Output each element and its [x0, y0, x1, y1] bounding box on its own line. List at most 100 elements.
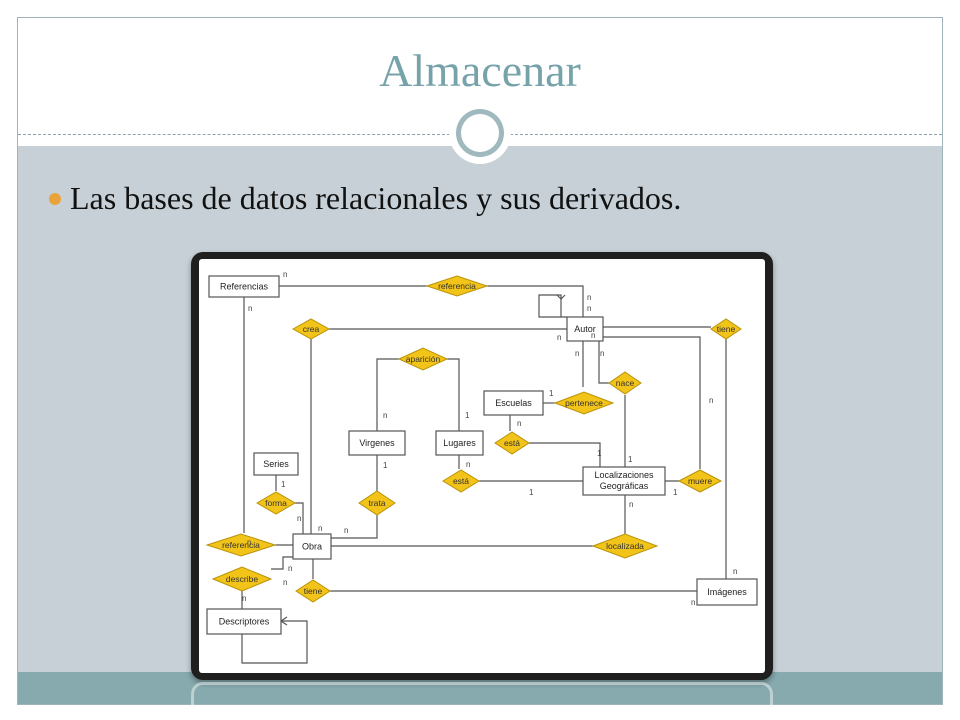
relationship-diamond [397, 347, 449, 371]
relationship-esta-top: está [494, 431, 530, 455]
cardinality-label: 1 [465, 411, 470, 420]
cardinality-label: n [383, 411, 387, 420]
cardinality-label: n [733, 567, 737, 576]
line-descriptores-self-loop [241, 620, 308, 664]
entity-box [582, 466, 666, 496]
relationship-aparicion: aparición [397, 347, 449, 371]
relationship-referencia-left: referencia [205, 533, 277, 557]
cardinality-label: n [629, 500, 633, 509]
relationship-diamond [442, 469, 480, 493]
entity-label: Autor [574, 324, 596, 334]
relationship-tiene-bottom: tiene [295, 579, 331, 603]
line-obra-describe [271, 556, 293, 570]
entity-escuelas: Escuelas [483, 390, 544, 416]
cardinality-label: n [247, 538, 251, 547]
entity-label: Descriptores [219, 617, 270, 627]
relationship-diamond [608, 371, 642, 395]
relationship-diamond [205, 533, 277, 557]
cardinality-label: n [297, 514, 301, 523]
entity-label: Lugares [443, 438, 476, 448]
cardinality-label: n [242, 594, 246, 603]
relationship-muere: muere [677, 469, 723, 493]
line-aparicion-lugares [447, 358, 460, 431]
bullet-dot-icon [49, 193, 61, 205]
cardinality-label: n [318, 524, 322, 533]
entity-label: Referencias [220, 282, 269, 292]
entity-referencias: Referencias [208, 275, 280, 298]
cardinality-label: n [466, 460, 470, 469]
cardinality-label: 1 [549, 389, 554, 398]
line-referencia-autor [487, 285, 584, 317]
relationship-describe: describe [211, 566, 273, 592]
relationship-diamond [591, 533, 659, 559]
title-divider-left [18, 134, 450, 135]
arrowhead-autor [556, 294, 566, 300]
entity-descriptores: Descriptores [206, 608, 282, 635]
line-autor-self-loop [538, 294, 567, 318]
relationship-diamond [677, 469, 723, 493]
cardinality-label: n [587, 293, 591, 302]
relationship-diamond [211, 566, 273, 592]
entity-label: Localizaciones [594, 470, 654, 480]
divider-circle-center [461, 114, 499, 152]
relationship-label: aparición [406, 354, 441, 364]
entity-imagenes: Imágenes [696, 578, 758, 606]
cardinality-label: n [283, 270, 287, 279]
relationship-label: está [504, 438, 520, 448]
relationship-label: muere [688, 476, 712, 486]
relationship-label: nace [616, 378, 635, 388]
entity-lugares: Lugares [435, 430, 484, 456]
relationship-diamond [295, 579, 331, 603]
cardinality-label: 1 [281, 480, 286, 489]
relationship-localizada: localizada [591, 533, 659, 559]
cardinality-label: n [344, 526, 348, 535]
relationship-label: trata [368, 498, 385, 508]
entity-label: Virgenes [359, 438, 395, 448]
cardinality-label: n [517, 419, 521, 428]
cardinality-label: n [288, 564, 292, 573]
slide-title: Almacenar [379, 45, 581, 96]
cardinality-label: n [591, 331, 595, 340]
relationship-diamond [256, 491, 296, 515]
entity-box [253, 452, 299, 476]
relationship-label: describe [226, 574, 258, 584]
title-divider-right [510, 134, 942, 135]
relationship-label: forma [265, 498, 287, 508]
entity-autor: Autor [566, 316, 604, 342]
relationship-forma: forma [256, 491, 296, 515]
cardinality-label: n [557, 333, 561, 342]
relationship-label: tiene [304, 586, 323, 596]
entity-box [483, 390, 544, 416]
entity-box [435, 430, 484, 456]
bullet-text: Las bases de datos relacionales y sus de… [70, 180, 682, 216]
entity-label: Geográficas [600, 481, 649, 491]
entity-obra: Obra [292, 533, 332, 560]
cardinality-label: 1 [628, 455, 633, 464]
diagram-reflection [191, 682, 773, 712]
relationship-diamond [710, 318, 742, 340]
relationship-diamond [553, 391, 615, 415]
cardinality-label: n [575, 349, 579, 358]
cardinality-label: n [283, 578, 287, 587]
relationship-referencia-top: referencia [425, 275, 489, 297]
relationship-esta-bottom: está [442, 469, 480, 493]
relationship-label: pertenece [565, 398, 603, 408]
entity-label: Imágenes [707, 587, 747, 597]
entity-box [566, 316, 604, 342]
relationship-label: localizada [606, 541, 644, 551]
relationship-diamond [425, 275, 489, 297]
relationship-diamond [291, 318, 331, 340]
relationship-nace: nace [608, 371, 642, 395]
relationship-crea: crea [291, 318, 331, 340]
entity-label: Series [263, 459, 289, 469]
relationship-trata: trata [358, 490, 396, 516]
cardinality-label: 1 [673, 488, 678, 497]
line-forma-obra [293, 502, 304, 536]
line-autor-muere [603, 336, 701, 469]
line-crea-obra [293, 339, 312, 539]
relationship-tiene-top: tiene [710, 318, 742, 340]
